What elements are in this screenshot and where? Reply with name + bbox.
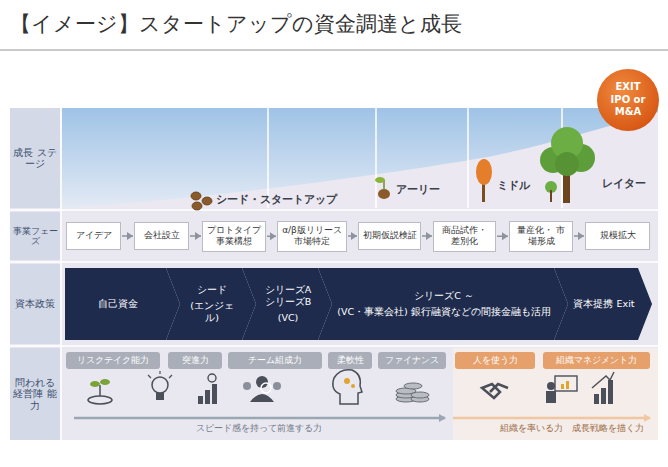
ability-pill: ファイナンス [378, 352, 446, 369]
panel [10, 108, 658, 440]
capital-chevron: シード (エンジェル) [166, 268, 256, 340]
phase-arrow [267, 236, 276, 238]
phase-arrow [190, 235, 201, 237]
sky-band [62, 108, 658, 208]
phase-arrow [348, 235, 357, 237]
node-text: (VC) [278, 312, 299, 324]
sprout-icon [375, 177, 390, 199]
ability-icons [88, 370, 614, 404]
bar-chart-icon [198, 374, 217, 404]
seed-icon [191, 192, 212, 210]
node-text: プロトタイプ 事業構想 [206, 225, 262, 248]
ability-pill: リスクテイク能力 [66, 352, 160, 369]
stage-name: ミドル [497, 179, 530, 192]
node-text: リスクテイク能力 [77, 355, 149, 366]
phase-box: 規模拡大 [585, 222, 650, 250]
ability-pill: 組織マネジメント力 [543, 352, 650, 369]
node-text: 自己資金 [98, 298, 138, 310]
chevron-fill [166, 268, 256, 340]
node-text: チーム組成力 [248, 355, 302, 366]
node-text: ファイナンス [385, 355, 439, 366]
node-text: (VC・事業会社) 銀行融資などの間接金融も活用 [337, 306, 551, 318]
speed-arrow [74, 417, 445, 420]
ability-pill: 突進力 [168, 352, 222, 369]
capital-chevron: シリーズC ～ (VC・事業会社) 銀行融資などの間接金融も活用 [318, 268, 568, 340]
node-text: アイデア [76, 230, 112, 241]
node-text: 初期仮説検証 [363, 230, 417, 241]
capital-chevron: 自己資金 [65, 268, 180, 340]
capital-chevron: シリーズA シリーズB (VC) [242, 268, 332, 340]
ability-caption: 組織を率いる力 [500, 423, 563, 433]
title-rule [0, 49, 668, 51]
phase-arrow [574, 235, 584, 237]
phase-arrow [122, 235, 133, 237]
stage-name: アーリー [396, 183, 440, 196]
sprout-dish-icon [88, 379, 112, 404]
ability-pill: チーム組成力 [228, 352, 322, 369]
stage-name: シード・スタートアップ [216, 193, 337, 206]
stage-name: レイター [602, 177, 646, 190]
phase-box: 会社設立 [134, 222, 189, 250]
growth-hill [62, 112, 658, 208]
node-text: シード [197, 284, 227, 296]
org-arrow [453, 417, 650, 420]
phase-arrow [422, 235, 432, 237]
chevron-fill [554, 268, 652, 340]
lightbulb-icon [148, 371, 172, 400]
chevron-fill [65, 268, 180, 340]
ability-pill: 柔軟性 [328, 352, 372, 369]
late-zone [453, 348, 658, 440]
node-text: 規模拡大 [600, 230, 636, 241]
node-text: シリーズC ～ [414, 290, 474, 302]
node-text: 人を使う力 [473, 355, 518, 366]
node-text: 資本提携 Exit [573, 298, 634, 310]
exit-circle: EXITIPO or M&A [596, 68, 660, 132]
row-header: 事業フェーズ [10, 226, 60, 246]
node-text: 組織マネジメント力 [556, 355, 637, 366]
phase-box: 商品試作・ 差別化 [433, 221, 496, 252]
node-text: シリーズA シリーズB [260, 284, 316, 308]
chevron-shape [318, 268, 568, 340]
node-text: α/β版リリース 市場特定 [281, 225, 343, 248]
growth-bar-icon [592, 372, 614, 404]
capital-chevron: 資本提携 Exit [554, 268, 652, 340]
phase-box: アイデア [66, 222, 121, 250]
node-text: IPO or M&A [596, 94, 660, 119]
stage-dividers [10, 108, 658, 440]
ability-caption: スピード感を持って前進する力 [74, 423, 444, 433]
row-header-cells [10, 108, 60, 440]
presenter-icon [546, 376, 577, 403]
row-header: 資本政策 [10, 298, 60, 309]
orange-tree-icon [476, 159, 492, 202]
phase-box: 量産化・ 市場形成 [509, 221, 573, 252]
circle-fill [597, 69, 659, 131]
green-tree-icon [540, 127, 595, 203]
node-text: 会社設立 [144, 230, 180, 241]
ability-pill: 人を使う力 [455, 352, 535, 369]
chevron-fill [242, 268, 332, 340]
page-title: 【イメージ】スタートアップの資金調達と成長 [10, 12, 462, 37]
node-text: 突進力 [182, 355, 209, 366]
handshake-icon [482, 384, 508, 398]
node-text: EXIT [615, 81, 640, 94]
node-text: 量産化・ 市場形成 [513, 225, 569, 248]
row-header: 成長 ステージ [10, 147, 60, 170]
phase-box: プロトタイプ 事業構想 [202, 221, 266, 252]
node-text: 商品試作・ 差別化 [437, 225, 492, 248]
node-text: 柔軟性 [337, 355, 364, 366]
phase-box: α/β版リリース 市場特定 [277, 221, 347, 252]
head-gears-icon [333, 370, 362, 404]
chevron-fill [318, 268, 568, 340]
coins-icon [396, 383, 429, 402]
row-header: 問われる 経営陣 能力 [10, 377, 60, 411]
ability-caption: 成長戦略を描く力 [572, 423, 644, 433]
phase-box: 初期仮説検証 [358, 222, 421, 250]
node-text: (エンジェル) [184, 300, 240, 324]
phase-arrow [497, 236, 508, 238]
team-icon [243, 376, 281, 402]
